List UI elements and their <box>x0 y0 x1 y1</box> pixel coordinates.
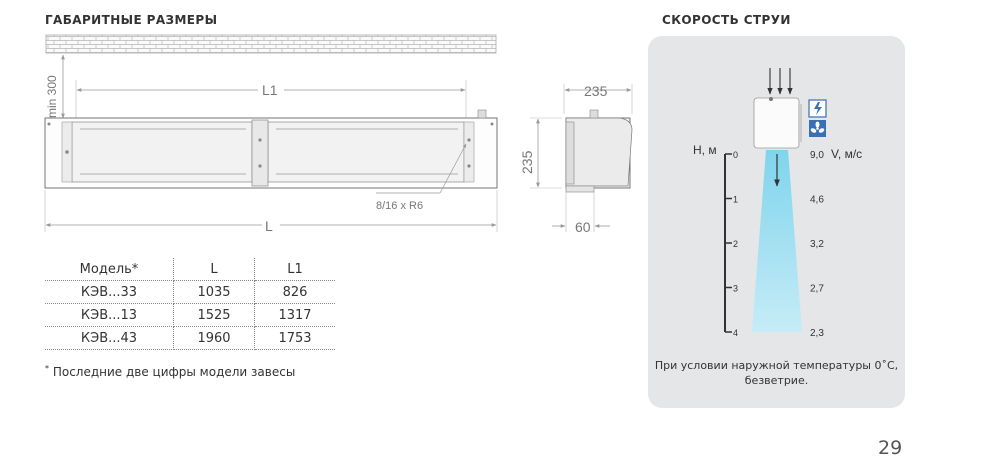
air-jet <box>752 150 802 332</box>
cell-l1: 1317 <box>254 303 335 327</box>
dimensions-title: ГАБАРИТНЫЕ РАЗМЕРЫ <box>45 13 218 27</box>
velocity-value: 3,2 <box>810 239 824 250</box>
velocity-values: 9,0 4,6 3,2 2,7 2,3 <box>810 150 824 339</box>
mount-slot-label: 8/16 x R6 <box>376 200 423 212</box>
velocity-value: 4,6 <box>810 195 824 206</box>
footnote-mark: * <box>45 364 49 373</box>
velocity-value: 2,7 <box>810 284 824 295</box>
heater-side-view <box>565 109 633 193</box>
height-tick-label: 4 <box>733 328 738 338</box>
velocity-value: 2,3 <box>810 328 824 339</box>
cell-model: КЭВ...33 <box>45 280 174 304</box>
height-label: 235 <box>519 150 535 174</box>
table-row: КЭВ...43 1960 1753 <box>45 326 335 350</box>
cell-l1: 1753 <box>254 326 335 350</box>
height-tick-label: 3 <box>733 284 738 294</box>
height-tick-label: 0 <box>733 150 738 160</box>
cell-l: 1035 <box>173 280 255 304</box>
cell-l1: 826 <box>254 280 335 304</box>
page-number: 29 <box>878 437 903 459</box>
header-model: Модель* <box>45 258 174 281</box>
velocity-axis-label: V, м/с <box>831 147 862 161</box>
table-row: КЭВ...13 1525 1317 <box>45 303 335 327</box>
mount-offset-label: 60 <box>575 219 591 235</box>
jet-speed-diagram: Н, м V, м/с 0 1 2 3 4 9,0 4,6 3,2 2,7 2,3 <box>693 68 862 339</box>
cell-model: КЭВ...13 <box>45 303 174 327</box>
dimensions-drawing: min 300 L1 8/16 x R6 L <box>44 34 633 235</box>
mount-slot-leader <box>439 143 467 194</box>
min-height-label: min 300 <box>45 75 59 118</box>
speed-note: При условии наружной температуры 0˚С, бе… <box>654 359 899 387</box>
l-label: L <box>265 218 273 234</box>
footnote-text: Последние две цифры модели завесы <box>52 365 296 379</box>
air-intake-arrows <box>767 68 793 95</box>
cell-l: 1960 <box>173 326 255 350</box>
header-l: L <box>173 258 255 281</box>
table-footnote: * Последние две цифры модели завесы <box>45 364 295 379</box>
l1-label: L1 <box>262 82 278 98</box>
spec-table: Модель* L L1 КЭВ...33 1035 826 КЭВ...13 … <box>45 258 335 350</box>
heater-front-view <box>44 109 498 189</box>
lightning-icon <box>808 99 827 118</box>
table-header-row: Модель* L L1 <box>45 258 335 281</box>
header-l1: L1 <box>254 258 335 281</box>
cell-l: 1525 <box>173 303 255 327</box>
depth-label: 235 <box>584 83 608 99</box>
table-row: КЭВ...33 1035 826 <box>45 280 335 304</box>
height-ticks: 0 1 2 3 4 <box>725 150 738 338</box>
air-curtain-unit <box>753 97 802 149</box>
height-tick-label: 2 <box>733 239 738 249</box>
height-tick-label: 1 <box>733 195 738 205</box>
wall-bricks <box>45 34 497 54</box>
velocity-value: 9,0 <box>810 150 824 161</box>
height-axis-label: Н, м <box>693 143 717 157</box>
cell-model: КЭВ...43 <box>45 326 174 350</box>
speed-title: СКОРОСТЬ СТРУИ <box>662 13 791 27</box>
fan-icon <box>809 120 826 137</box>
